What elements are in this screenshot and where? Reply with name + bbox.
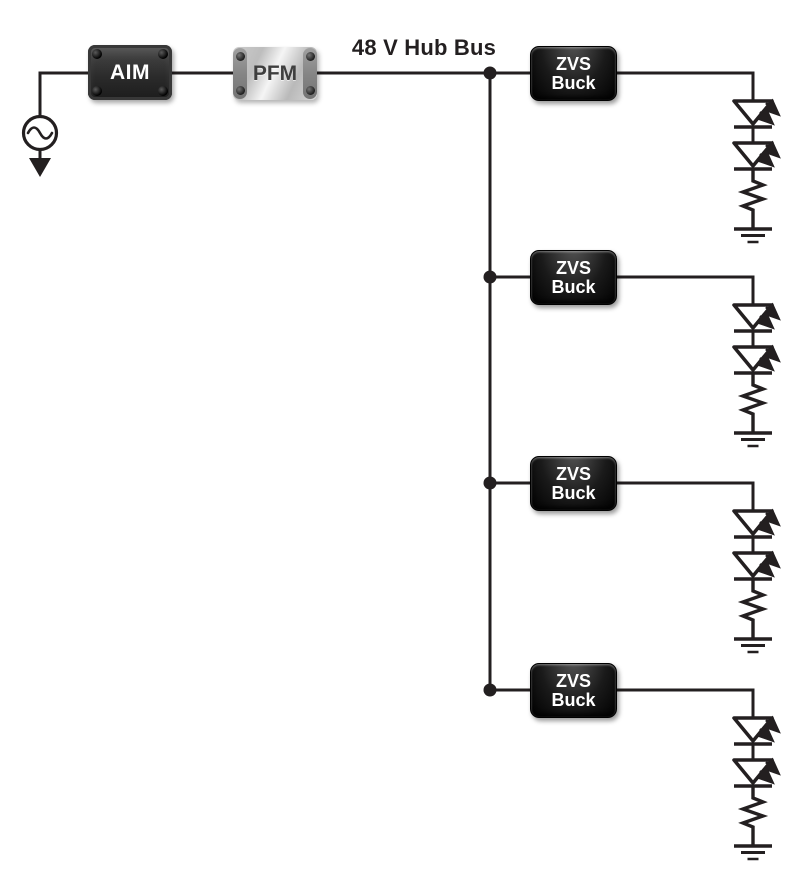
screw-icon	[235, 52, 245, 61]
zvs-label-line2: Buck	[551, 689, 596, 710]
pfm-label: PFM	[252, 61, 298, 85]
wire-source-to-aim	[38, 71, 90, 119]
zvs-label-line1: ZVS	[555, 670, 591, 691]
led-string-1	[734, 73, 778, 242]
junction-dot-icon	[483, 476, 497, 490]
zvs-label-line1: ZVS	[555, 53, 591, 74]
mounting-rail	[303, 48, 317, 99]
led-string-4	[734, 690, 778, 859]
screw-icon	[305, 52, 315, 61]
module-zvs-buck-4: ZVS Buck	[530, 663, 617, 718]
junction-dots	[483, 66, 497, 697]
junction-dot-icon	[483, 66, 497, 80]
module-zvs-buck-2: ZVS Buck	[530, 250, 617, 305]
led-string-2	[734, 277, 778, 446]
junction-dot-icon	[483, 683, 497, 697]
module-zvs-buck-3: ZVS Buck	[530, 456, 617, 511]
aim-label: AIM	[110, 60, 150, 84]
bus-label: 48 V Hub Bus	[351, 35, 497, 60]
screw-icon	[92, 86, 102, 96]
module-pfm: PFM	[233, 47, 317, 100]
module-aim: AIM	[88, 45, 172, 100]
zvs-label-line2: Buck	[551, 72, 596, 93]
module-zvs-buck-1: ZVS Buck	[530, 46, 617, 101]
screw-icon	[158, 86, 168, 96]
zvs-label-line2: Buck	[551, 482, 596, 503]
zvs-label-line1: ZVS	[555, 257, 591, 278]
screw-icon	[158, 49, 168, 59]
zvs-label-line2: Buck	[551, 276, 596, 297]
junction-dot-icon	[483, 270, 497, 284]
screw-icon	[305, 86, 315, 95]
wires	[38, 71, 755, 692]
arrow-down-icon	[29, 158, 51, 177]
zvs-label-line1: ZVS	[555, 463, 591, 484]
screw-icon	[235, 86, 245, 95]
led-string-3	[734, 483, 778, 652]
screw-icon	[92, 49, 102, 59]
mounting-rail	[233, 48, 247, 99]
ac-source-icon	[21, 114, 59, 177]
